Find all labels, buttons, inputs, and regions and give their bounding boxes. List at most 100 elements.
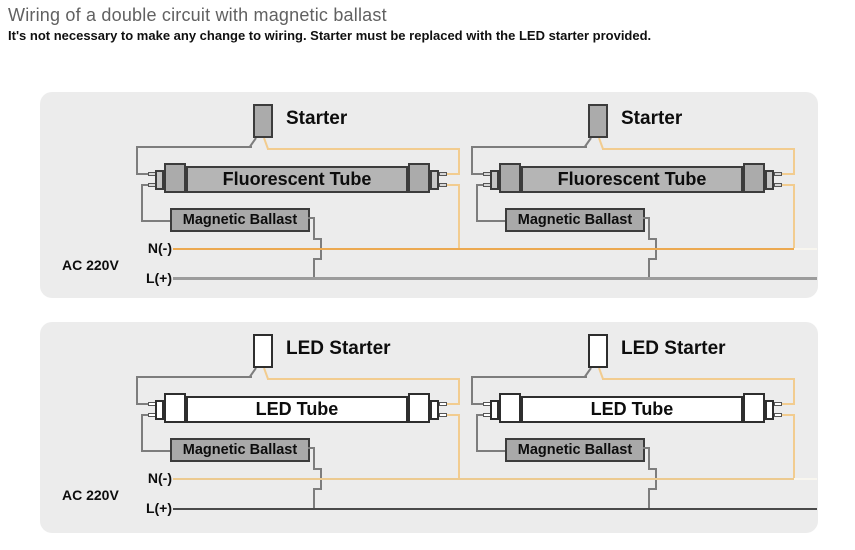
neutral-line-extension xyxy=(794,478,817,480)
ballast-output-wire xyxy=(313,447,315,470)
starter-feed-wire xyxy=(471,376,587,378)
tube-pin-block xyxy=(430,400,439,420)
tube-pin-wire xyxy=(136,403,150,405)
ballast-output-wire xyxy=(308,217,315,219)
crossover-wire xyxy=(313,488,322,490)
starter-return-wire xyxy=(458,148,460,175)
ballast-output-wire xyxy=(308,447,315,449)
starter-feed-wire xyxy=(136,376,252,378)
ballast-output-wire xyxy=(648,258,650,280)
starter-label: LED Starter xyxy=(621,338,726,359)
starter-return-wire xyxy=(602,378,795,380)
tube-endcap xyxy=(164,163,186,193)
tube-endcap xyxy=(499,393,521,423)
fluorescent-circuit-1: Starter Fluorescent Tube Magnetic Ballas… xyxy=(40,92,483,298)
starter-return-wire xyxy=(793,378,795,405)
starter-return-wire xyxy=(793,148,795,175)
starter-feed-wire xyxy=(471,146,473,175)
page-subtitle: It's not necessary to make any change to… xyxy=(8,28,652,43)
neutral-branch-wire xyxy=(447,414,459,416)
tube-pin-wire xyxy=(141,414,150,416)
neutral-label: N(-) xyxy=(147,470,172,486)
tube-pin-block xyxy=(765,400,774,420)
starter-return-wire xyxy=(782,403,794,405)
neutral-branch-wire xyxy=(458,414,460,480)
tube-pin xyxy=(439,413,447,417)
neutral-line-extension xyxy=(794,248,817,250)
live-label: L(+) xyxy=(145,270,172,286)
neutral-line xyxy=(173,248,794,250)
tube-endcap xyxy=(164,393,186,423)
ballast-output-wire xyxy=(648,447,650,470)
ballast-output-wire xyxy=(313,217,315,240)
starter-return-wire xyxy=(447,173,459,175)
starter-feed-wire xyxy=(471,146,587,148)
neutral-branch-wire xyxy=(458,184,460,250)
starter-feed-wire xyxy=(136,146,252,148)
live-line xyxy=(173,508,817,510)
tube-pin xyxy=(439,183,447,187)
ballast-box: Magnetic Ballast xyxy=(170,438,310,462)
tube-pin xyxy=(439,172,447,176)
neutral-branch-wire xyxy=(793,414,795,480)
starter-label: Starter xyxy=(286,108,348,129)
tube-pin-wire xyxy=(136,173,150,175)
tube-pin xyxy=(774,402,782,406)
crossover-wire xyxy=(313,238,322,240)
ballast-feed-wire xyxy=(141,414,143,452)
tube-body: LED Tube xyxy=(521,396,743,423)
tube-pin xyxy=(774,183,782,187)
tube-pin xyxy=(774,172,782,176)
tube-endcap xyxy=(743,393,765,423)
starter-label: LED Starter xyxy=(286,338,391,359)
led-retrofit-panel: LED Starter LED Tube Magnetic Ballast xyxy=(40,322,818,533)
tube-body: Fluorescent Tube xyxy=(186,166,408,193)
tube-pin xyxy=(439,402,447,406)
ballast-output-wire xyxy=(648,217,650,240)
ballast-output-wire xyxy=(648,488,650,510)
tube-endcap xyxy=(499,163,521,193)
crossover-wire xyxy=(648,238,657,240)
tube-pin-block xyxy=(430,170,439,190)
crossover-wire xyxy=(313,258,322,260)
ballast-feed-wire xyxy=(141,184,143,222)
starter-return-wire xyxy=(458,378,460,405)
tube-endcap xyxy=(408,393,430,423)
tube-pin-block xyxy=(490,170,499,190)
starter-box xyxy=(253,104,273,138)
ballast-feed-wire xyxy=(476,184,478,222)
fluorescent-circuit-2: Starter Fluorescent Tube Magnetic Ballas… xyxy=(375,92,818,298)
tube-pin-wire xyxy=(471,403,485,405)
led-circuit-1: LED Starter LED Tube Magnetic Ballast xyxy=(40,322,483,528)
starter-feed-wire xyxy=(471,376,473,405)
tube-endcap xyxy=(743,163,765,193)
crossover-wire xyxy=(648,468,657,470)
tube-pin-block xyxy=(155,170,164,190)
live-label: L(+) xyxy=(145,500,172,516)
ballast-output-wire xyxy=(313,488,315,510)
live-line xyxy=(173,277,817,280)
starter-box xyxy=(588,104,608,138)
ballast-box: Magnetic Ballast xyxy=(505,438,645,462)
starter-return-wire xyxy=(267,378,460,380)
ballast-box: Magnetic Ballast xyxy=(170,208,310,232)
starter-label: Starter xyxy=(621,108,683,129)
starter-return-wire xyxy=(447,403,459,405)
tube-pin-wire xyxy=(141,184,150,186)
neutral-line xyxy=(173,478,794,480)
led-starter-box xyxy=(588,334,608,368)
tube-pin xyxy=(774,413,782,417)
crossover-wire xyxy=(313,468,322,470)
starter-feed-wire xyxy=(136,376,138,405)
ballast-output-wire xyxy=(313,258,315,280)
tube-pin-wire xyxy=(476,414,485,416)
led-circuit-2: LED Starter LED Tube Magnetic Ballast xyxy=(375,322,818,528)
neutral-branch-wire xyxy=(782,414,794,416)
tube-body: LED Tube xyxy=(186,396,408,423)
supply-label: AC 220V xyxy=(62,257,119,273)
ballast-feed-wire xyxy=(476,414,478,452)
ballast-output-wire xyxy=(643,217,650,219)
magnetic-ballast-panel: Starter Fluorescent Tube Magnetic Ballas… xyxy=(40,92,818,298)
ballast-box: Magnetic Ballast xyxy=(505,208,645,232)
